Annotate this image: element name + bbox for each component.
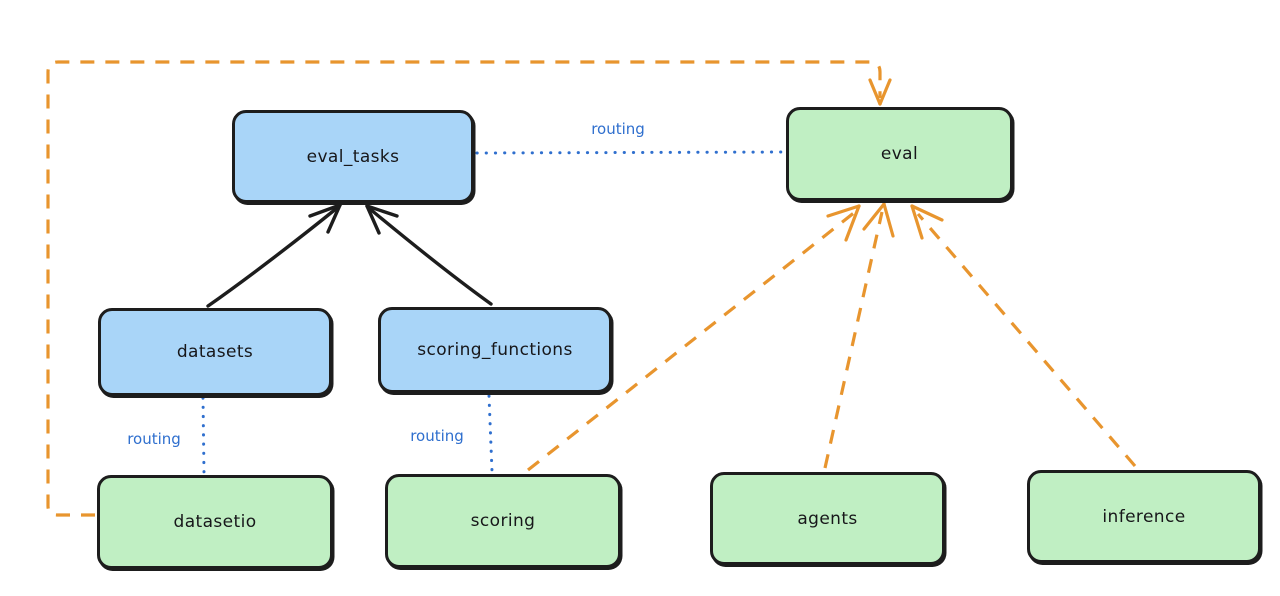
edge-label-routing-scoring_functions-scoring: routing bbox=[410, 427, 464, 445]
edge-scoring_functions-to-eval_tasks bbox=[368, 207, 493, 306]
node-label-datasetio: datasetio bbox=[173, 512, 257, 532]
edge-label-routing-eval_tasks-eval: routing bbox=[591, 120, 645, 138]
node-label-datasets: datasets bbox=[176, 342, 254, 362]
arrowhead-datasets-to-eval_tasks bbox=[308, 203, 342, 234]
node-datasets[interactable]: datasets bbox=[98, 308, 332, 396]
arrowhead-inference-to-eval bbox=[910, 204, 944, 240]
node-scoring_functions[interactable]: scoring_functions bbox=[378, 307, 612, 393]
node-agents[interactable]: agents bbox=[710, 472, 945, 565]
node-inference[interactable]: inference bbox=[1027, 470, 1261, 563]
arrowhead-datasetio-to-eval bbox=[868, 78, 892, 106]
node-label-eval: eval bbox=[880, 144, 919, 164]
node-label-inference: inference bbox=[1102, 506, 1186, 527]
edge-eval_tasks-to-eval bbox=[475, 150, 785, 155]
arrowhead-agents-to-eval bbox=[862, 202, 895, 238]
arrowhead-scoring_functions-to-eval_tasks bbox=[365, 204, 399, 235]
edge-datasets-to-eval_tasks bbox=[206, 206, 339, 308]
node-label-scoring: scoring bbox=[470, 511, 536, 531]
node-label-scoring_functions: scoring_functions bbox=[417, 340, 573, 360]
edge-inference-to-eval bbox=[916, 212, 1137, 468]
arrowhead-scoring-to-eval bbox=[826, 204, 861, 242]
edge-agents-to-eval bbox=[823, 211, 884, 469]
node-label-agents: agents bbox=[797, 508, 858, 529]
node-datasetio[interactable]: datasetio bbox=[97, 475, 333, 569]
node-eval[interactable]: eval bbox=[786, 107, 1013, 201]
node-scoring[interactable]: scoring bbox=[385, 474, 621, 568]
edge-label-routing-datasets-datasetio: routing bbox=[127, 430, 181, 448]
node-eval_tasks[interactable]: eval_tasks bbox=[232, 110, 474, 203]
edge-datasets-to-datasetio bbox=[201, 396, 206, 474]
node-label-eval_tasks: eval_tasks bbox=[306, 146, 400, 167]
edge-scoring_functions-to-scoring bbox=[487, 394, 494, 473]
